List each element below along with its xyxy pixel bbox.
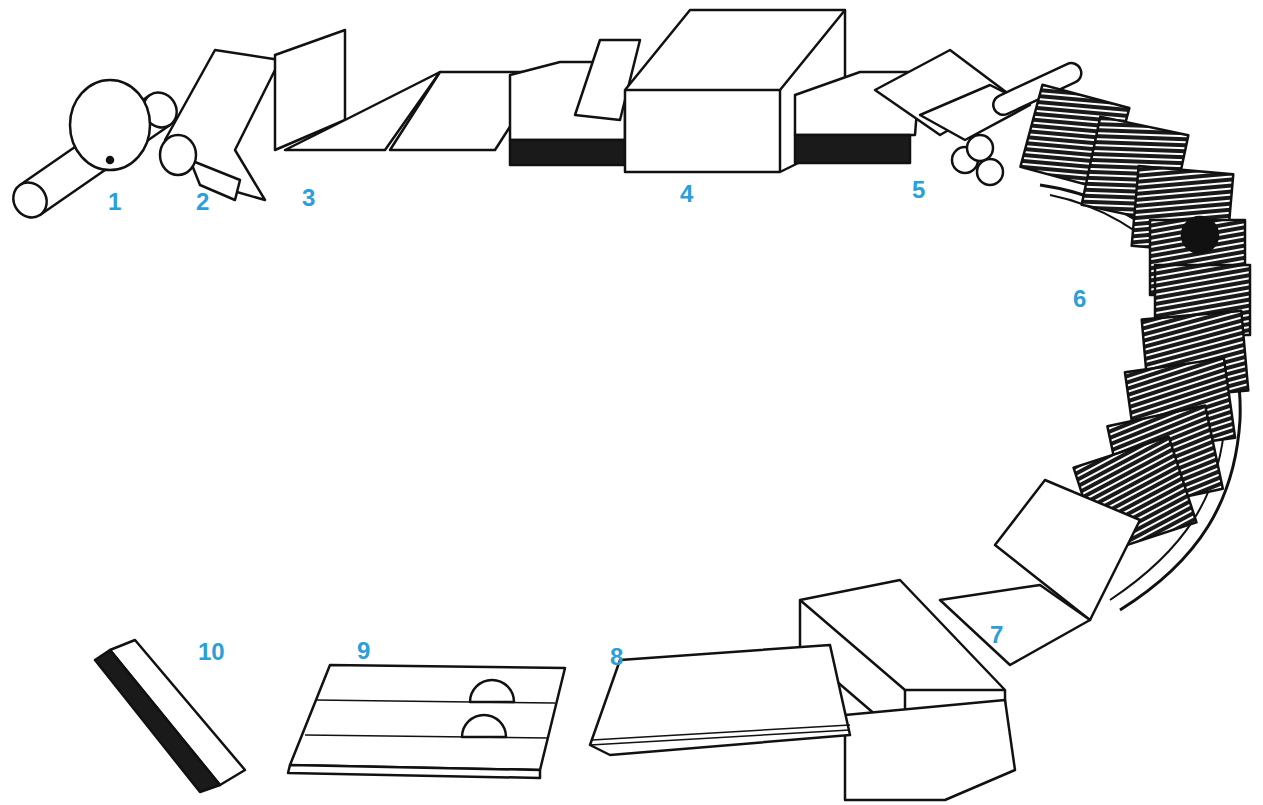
- trimmed-board: [288, 665, 565, 778]
- callout-number: 10: [198, 640, 225, 664]
- log-roller: [7, 80, 184, 224]
- cut-block: [95, 640, 245, 792]
- callout-number: 4: [680, 182, 693, 206]
- callout-number: 3: [302, 186, 315, 210]
- callout-number: 2: [196, 190, 209, 214]
- callout-number: 7: [990, 623, 1003, 647]
- callout-number: 5: [912, 178, 925, 202]
- callout-number: 1: [108, 190, 121, 214]
- callout-number: 8: [610, 645, 623, 669]
- callout-number: 6: [1073, 287, 1086, 311]
- callout-number: 9: [357, 639, 370, 663]
- plywood-sheets: [590, 645, 850, 755]
- sheet-laying: [940, 480, 1140, 665]
- veneer-stack: [510, 40, 640, 165]
- peeling-roller: [160, 50, 280, 200]
- cutting-knife: [275, 30, 545, 150]
